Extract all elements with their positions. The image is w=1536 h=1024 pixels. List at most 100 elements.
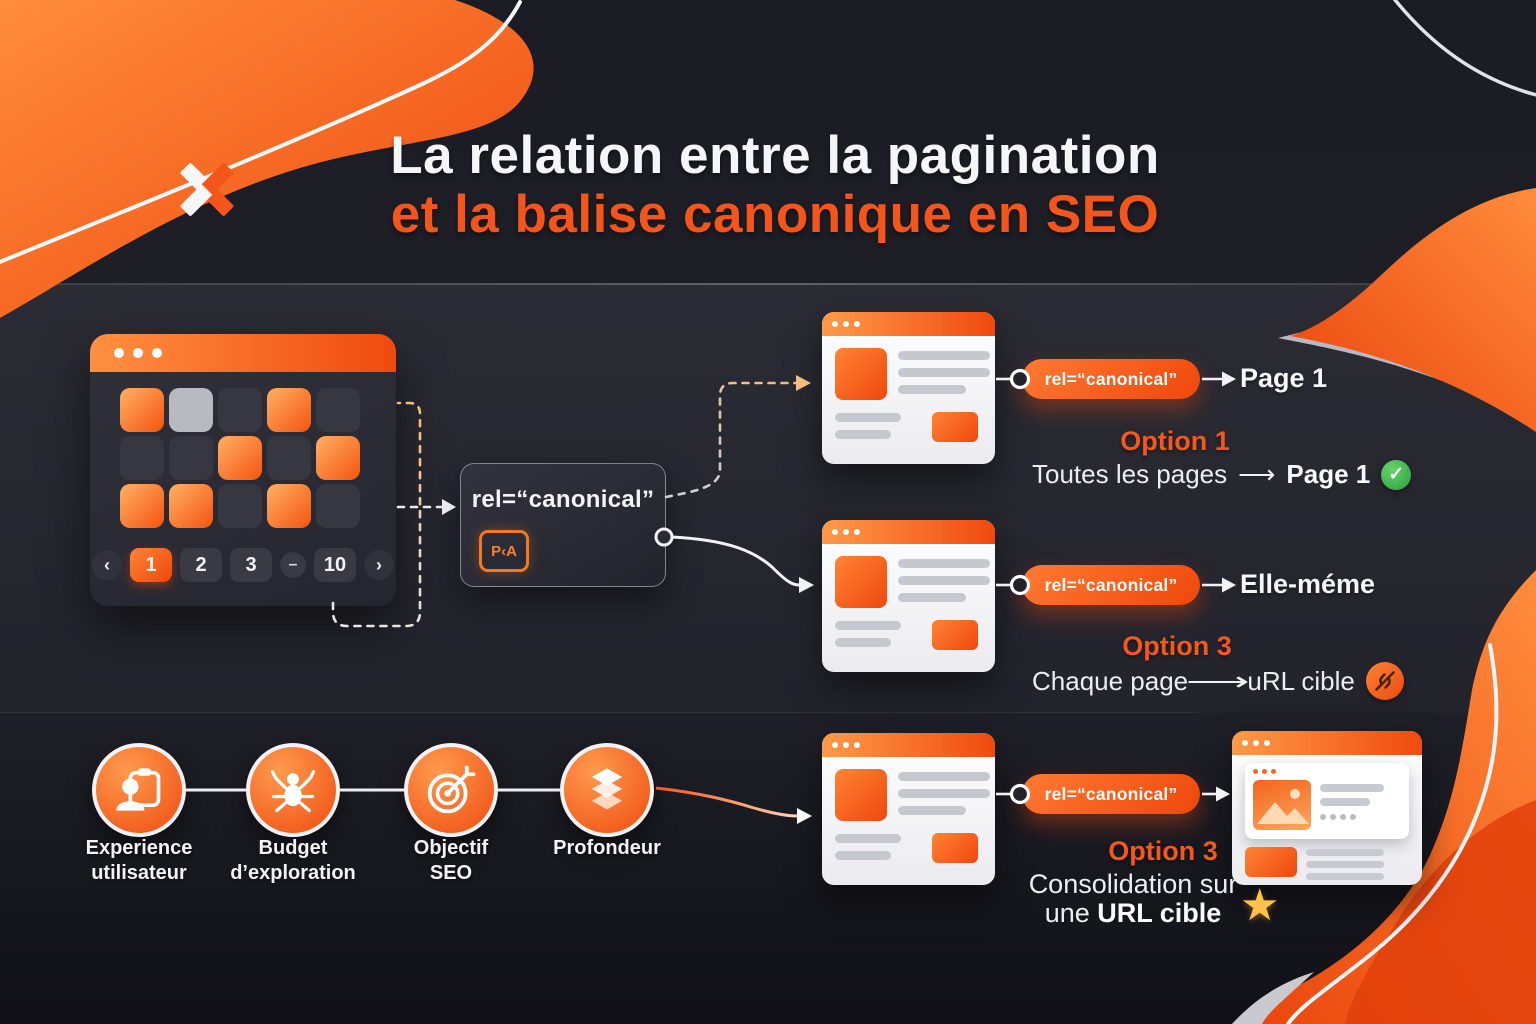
option-2-title: Option 3 (1122, 631, 1232, 661)
option-3-desc-line1: Consolidation sur (1028, 869, 1238, 899)
option-3-desc-line2-bold: URL cible (1097, 898, 1222, 929)
text-line-placeholder (898, 789, 990, 798)
option-1-result-label: Page 1 (1240, 363, 1328, 393)
text-line-placeholder (898, 806, 966, 815)
right-arrow-icon: ⟶ (1238, 459, 1276, 489)
option-1-page-window (822, 312, 995, 464)
grid-tile-orange (120, 484, 164, 528)
text-line-placeholder (1306, 849, 1384, 856)
page-content-placeholder (835, 769, 990, 863)
x-logo (178, 158, 236, 217)
option-1-title: Option 1 (1120, 426, 1230, 456)
factor-label-line: Profondeur (553, 837, 661, 859)
window-titlebar (90, 334, 396, 372)
page-content-placeholder (835, 348, 990, 442)
title-line-1: La relation entre la pagination (390, 126, 1160, 185)
image-placeholder (835, 769, 887, 821)
canonical-pill-option-3: rel=“canonical” (1022, 774, 1200, 814)
section-divider-bottom (0, 712, 1199, 713)
option-2-desc-target: uRL cible (1247, 665, 1355, 696)
text-line-placeholder (1306, 861, 1384, 868)
text-line-placeholder (898, 576, 990, 585)
factor-label-line: Experience (85, 837, 193, 859)
option-1-description: Toutes les pages ⟶ Page 1 ✓ (1032, 459, 1412, 490)
text-line-placeholder (898, 385, 966, 394)
pagination-next-button[interactable]: › (364, 550, 394, 580)
grid-tile-dark (267, 436, 311, 480)
text-line-placeholder (835, 851, 891, 860)
grid-tile-gray (169, 388, 213, 432)
crawl-budget-spider-icon (270, 769, 316, 813)
canonical-pill-option-2: rel=“canonical” (1022, 565, 1200, 605)
factor-crawl-budget (246, 743, 340, 837)
content-grid (120, 388, 360, 528)
image-placeholder (835, 556, 887, 608)
window-titlebar (1232, 731, 1422, 755)
option-1-desc-text: Toutes les pages (1032, 459, 1228, 489)
pagination-gap: – (280, 552, 306, 578)
factor-label-seo-goal: Objectif SEO (361, 836, 541, 886)
right-arrow-icon: ⟶ (1186, 665, 1250, 696)
image-placeholder (932, 412, 978, 442)
canonical-card: rel=“canonical” P‹A (460, 463, 666, 587)
factor-seo-goal (404, 743, 498, 837)
factor-label-line: d’exploration (230, 862, 356, 884)
grid-tile-orange (267, 484, 311, 528)
text-line-placeholder (898, 351, 990, 360)
target-url-window (1232, 731, 1422, 885)
text-line-placeholder (898, 368, 990, 377)
option-3-desc-line2-prefix: une (1044, 898, 1098, 929)
image-placeholder (1245, 847, 1297, 877)
option-3-description: Consolidation sur une URL cible (1028, 869, 1238, 929)
pagination-page-3-button[interactable]: 3 (230, 548, 272, 582)
depth-layers-icon (591, 768, 623, 810)
option-3-title: Option 3 (1108, 836, 1218, 866)
option-1-desc-target: Page 1 (1286, 459, 1371, 489)
user-experience-icon (116, 768, 161, 811)
dots-placeholder (1320, 812, 1384, 820)
grid-tile-dark (120, 436, 164, 480)
factor-depth (560, 743, 654, 837)
pagination-page-1-button[interactable]: 1 (130, 548, 172, 582)
image-placeholder (835, 348, 887, 400)
text-line-placeholder (1306, 873, 1384, 880)
title-line-2: et la balise canonique en SEO (390, 185, 1160, 245)
grid-tile-dark (316, 388, 360, 432)
grid-tile-orange (120, 388, 164, 432)
window-dots (1242, 740, 1270, 746)
window-dots (832, 321, 860, 327)
pagination-page-2-button[interactable]: 2 (180, 548, 222, 582)
star-icon: ★ (1240, 881, 1280, 930)
canonical-pill-option-1: rel=“canonical” (1022, 359, 1200, 399)
photo-placeholder-icon (1253, 780, 1311, 830)
image-placeholder (932, 833, 978, 863)
grid-tile-dark (218, 388, 262, 432)
text-line-placeholder (835, 834, 901, 843)
page-content-placeholder (835, 556, 990, 650)
grid-tile-dark (316, 484, 360, 528)
option-2-result-label: Elle-méme (1240, 569, 1376, 599)
text-line-placeholder (1320, 798, 1370, 806)
option-3-page-window (822, 733, 995, 885)
text-line-placeholder (835, 413, 901, 422)
seo-target-icon (427, 765, 476, 814)
factor-label-line: utilisateur (91, 862, 187, 884)
text-line-placeholder (835, 638, 891, 647)
window-titlebar (822, 312, 995, 336)
window-titlebar (822, 520, 995, 544)
text-line-placeholder (898, 559, 990, 568)
check-icon: ✓ (1381, 459, 1412, 490)
factor-label-line: Objectif (413, 837, 489, 859)
window-dots (832, 742, 860, 748)
pagination-page-10-button[interactable]: 10 (314, 548, 356, 582)
factor-label-line: Budget (258, 837, 328, 859)
option-2-desc-text: Chaque page (1032, 665, 1189, 696)
grid-tile-orange (218, 436, 262, 480)
grid-tile-dark (169, 436, 213, 480)
page-title: La relation entre la pagination et la ba… (320, 126, 1230, 245)
pagination-prev-button[interactable]: ‹ (92, 550, 122, 580)
factor-label-depth: Profondeur (517, 836, 697, 861)
grid-tile-orange (169, 484, 213, 528)
